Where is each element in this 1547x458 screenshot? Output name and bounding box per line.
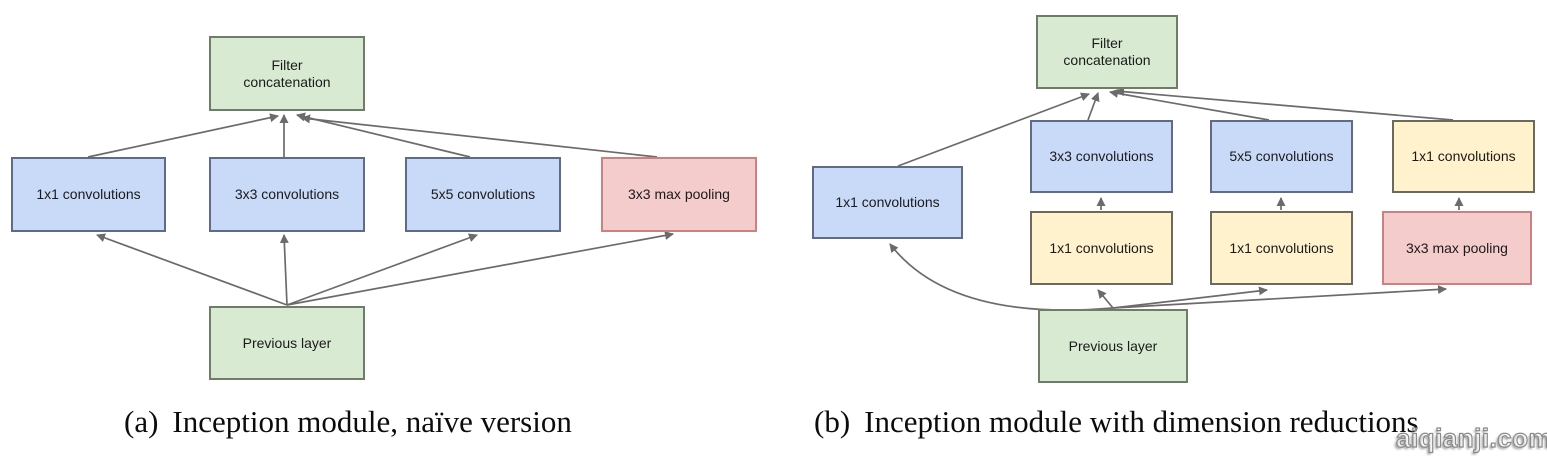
arrow-b-prev-to-reduce1	[1097, 289, 1114, 309]
arrow-a-maxpool-to-concat	[301, 114, 658, 158]
caption-a-text: Inception module, naïve version	[172, 404, 572, 439]
caption-a-label: (a)	[124, 404, 159, 439]
node-a-3x3-convolutions: 3x3 convolutions	[209, 157, 365, 232]
node-b-previous-layer: Previous layer	[1038, 309, 1188, 383]
node-a-filter-concatenation: Filter concatenation	[209, 36, 365, 111]
node-b-1x1-reduce-2: 1x1 convolutions	[1210, 211, 1353, 285]
caption-b: (b) Inception module with dimension redu…	[814, 404, 1419, 440]
arrow-a-prev-to-1x1	[96, 233, 288, 306]
node-b-filter-concatenation: Filter concatenation	[1036, 15, 1178, 89]
arrow-a-5x5-to-concat	[296, 112, 471, 158]
arrow-b-5x5-to-concat	[1109, 88, 1270, 121]
node-a-previous-layer: Previous layer	[209, 306, 365, 380]
node-b-1x1-convolutions-left: 1x1 convolutions	[812, 166, 963, 239]
caption-a: (a) Inception module, naïve version	[124, 404, 572, 440]
node-b-1x1-convolutions-right: 1x1 convolutions	[1392, 120, 1535, 193]
node-b-3x3-max-pooling: 3x3 max pooling	[1382, 211, 1532, 285]
arrow-b-prev-to-reduce2	[1112, 286, 1268, 309]
node-b-5x5-convolutions: 5x5 convolutions	[1210, 120, 1353, 193]
node-b-1x1-reduce-1: 1x1 convolutions	[1030, 211, 1173, 285]
arrow-a-prev-to-5x5	[286, 233, 478, 306]
arrow-b-3x3-to-concat	[1087, 92, 1100, 121]
arrow-b-1x1-left-to-concat	[897, 92, 1090, 167]
node-b-3x3-convolutions: 3x3 convolutions	[1030, 120, 1173, 193]
arrow-a-1x1-to-concat	[87, 113, 279, 158]
arrow-b-1x1-right-to-concat	[1115, 87, 1454, 121]
node-a-1x1-convolutions: 1x1 convolutions	[11, 157, 166, 232]
caption-b-text: Inception module with dimension reductio…	[864, 404, 1419, 439]
watermark-text: aiqianji.com	[1395, 422, 1547, 453]
arrow-a-prev-to-3x3	[279, 234, 289, 306]
node-a-3x3-max-pooling: 3x3 max pooling	[601, 157, 757, 232]
arrow-b-prev-to-maxpool	[1112, 284, 1447, 309]
arrow-a-prev-to-maxpool	[286, 231, 674, 306]
node-a-5x5-convolutions: 5x5 convolutions	[405, 157, 561, 232]
caption-b-label: (b)	[814, 404, 851, 439]
